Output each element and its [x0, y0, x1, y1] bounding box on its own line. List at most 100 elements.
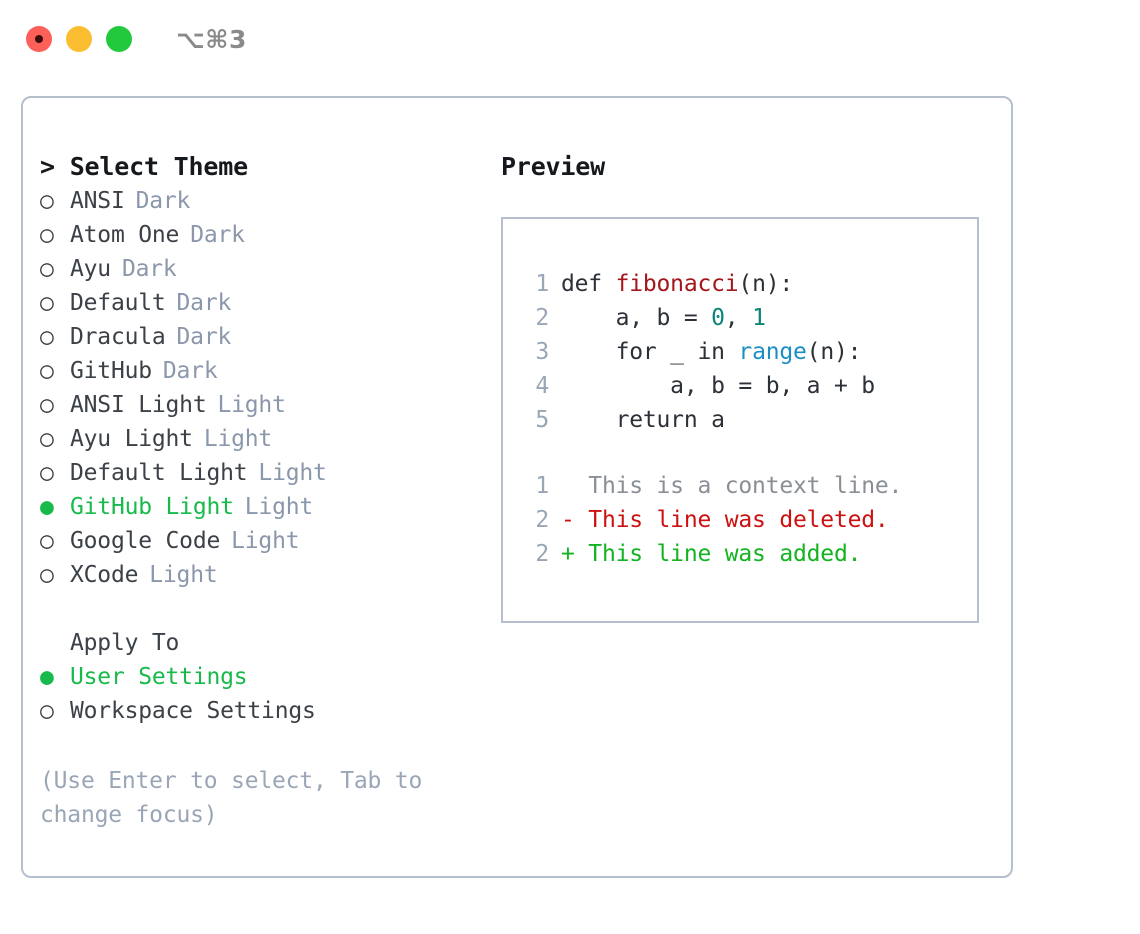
theme-option-tag: Dark: [121, 256, 177, 282]
theme-option-tag: Dark: [190, 222, 245, 248]
title-bar: ⌥⌘3: [0, 0, 1140, 78]
theme-option[interactable]: ● GitHub Light Light: [40, 490, 501, 524]
radio-unselected-icon: ○: [40, 562, 54, 588]
code-line: 2 a, b = 0, 1: [521, 301, 977, 335]
preview-title: Preview: [501, 152, 605, 181]
line-number: 1: [535, 473, 549, 499]
theme-option-tag: Dark: [135, 188, 191, 214]
code-token: a, b =: [561, 305, 712, 331]
apply-to-option-label: User Settings: [70, 664, 248, 690]
theme-option[interactable]: ○ Ayu Light Light: [40, 422, 501, 456]
theme-option-label: Default Light: [70, 460, 248, 486]
code-line: 1 def fibonacci(n):: [521, 267, 977, 301]
apply-to-list: ● User Settings ○ Workspace Settings: [40, 660, 501, 728]
diff-line-content: - This line was deleted.: [561, 507, 889, 533]
theme-option-label: GitHub Light: [70, 494, 234, 520]
theme-option[interactable]: ○ Atom One Dark: [40, 218, 501, 252]
code-line-content: a, b = b, a + b: [561, 369, 875, 403]
radio-unselected-icon: ○: [40, 528, 54, 554]
apply-to-option[interactable]: ● User Settings: [40, 660, 501, 694]
diff-line: 1 This is a context line.: [521, 469, 977, 503]
code-token: ,: [724, 305, 753, 331]
diff-line: 2 + This line was added.: [521, 537, 977, 571]
preview-spacer: [521, 437, 977, 469]
line-number: 1: [535, 271, 549, 297]
line-number: 5: [535, 407, 549, 433]
line-number: 3: [535, 339, 549, 365]
line-number: 2: [535, 305, 549, 331]
radio-unselected-icon: ○: [40, 426, 54, 452]
theme-option-label: Atom One: [70, 222, 180, 248]
minimize-button[interactable]: [66, 26, 92, 52]
radio-unselected-icon: ○: [40, 358, 54, 384]
radio-unselected-icon: ○: [40, 222, 54, 248]
theme-option-label: Ayu: [70, 256, 111, 282]
code-token: range: [738, 339, 807, 365]
line-number: 2: [535, 541, 549, 567]
theme-option-label: GitHub: [70, 358, 152, 384]
code-line-content: def fibonacci(n):: [561, 267, 793, 301]
code-token: 1: [752, 305, 766, 331]
radio-unselected-icon: ○: [40, 392, 54, 418]
line-number: 4: [535, 373, 549, 399]
code-token: fibonacci: [615, 271, 739, 297]
theme-option-label: Ayu Light: [70, 426, 193, 452]
page-title: > Select Theme: [40, 152, 248, 181]
theme-option-tag: Light: [244, 494, 314, 520]
diff-line: 2 - This line was deleted.: [521, 503, 977, 537]
code-token: return a: [561, 407, 725, 433]
theme-option-tag: Light: [149, 562, 218, 588]
code-token: def: [561, 271, 616, 297]
theme-option-tag: Dark: [176, 290, 232, 316]
line-number: 2: [535, 507, 549, 533]
radio-unselected-icon: ○: [40, 324, 54, 350]
diff-line-content: This is a context line.: [561, 473, 903, 499]
radio-selected-icon: ●: [40, 664, 54, 690]
theme-option[interactable]: ○ Dracula Dark: [40, 320, 501, 354]
diff-line-content: + This line was added.: [561, 541, 862, 567]
theme-option-tag: Dark: [176, 324, 232, 350]
code-token: (n):: [738, 271, 794, 297]
theme-option[interactable]: ○ ANSI Light Light: [40, 388, 501, 422]
theme-option-label: Google Code: [70, 528, 221, 554]
theme-option[interactable]: ○ Ayu Dark: [40, 252, 501, 286]
radio-unselected-icon: ○: [40, 188, 54, 214]
maximize-button[interactable]: [106, 26, 132, 52]
theme-option-label: Default: [70, 290, 166, 316]
code-line: 3 for _ in range(n):: [521, 335, 977, 369]
close-button[interactable]: [26, 26, 52, 52]
radio-unselected-icon: ○: [40, 698, 54, 724]
diff-sample: 1 This is a context line. 2 - This line wa…: [521, 469, 977, 571]
code-line: 5 return a: [521, 403, 977, 437]
apply-to-option-label: Workspace Settings: [70, 698, 316, 724]
radio-unselected-icon: ○: [40, 460, 54, 486]
radio-selected-icon: ●: [40, 494, 54, 520]
code-line: 4 a, b = b, a + b: [521, 369, 977, 403]
theme-option-tag: Light: [217, 392, 286, 418]
theme-option-tag: Light: [203, 426, 273, 452]
code-token: for _ in: [561, 339, 739, 365]
code-token: a, b = b, a + b: [561, 373, 875, 399]
theme-option-label: ANSI Light: [70, 392, 207, 418]
theme-option-label: Dracula: [70, 324, 166, 350]
apply-to-option[interactable]: ○ Workspace Settings: [40, 694, 501, 728]
record-indicator-dot: [35, 35, 43, 43]
window-controls: [26, 26, 132, 52]
radio-unselected-icon: ○: [40, 256, 54, 282]
shortcut-label: ⌥⌘3: [176, 24, 247, 54]
keyboard-hint: (Use Enter to select, Tab to change focu…: [40, 768, 423, 828]
code-token: (n):: [806, 339, 862, 365]
